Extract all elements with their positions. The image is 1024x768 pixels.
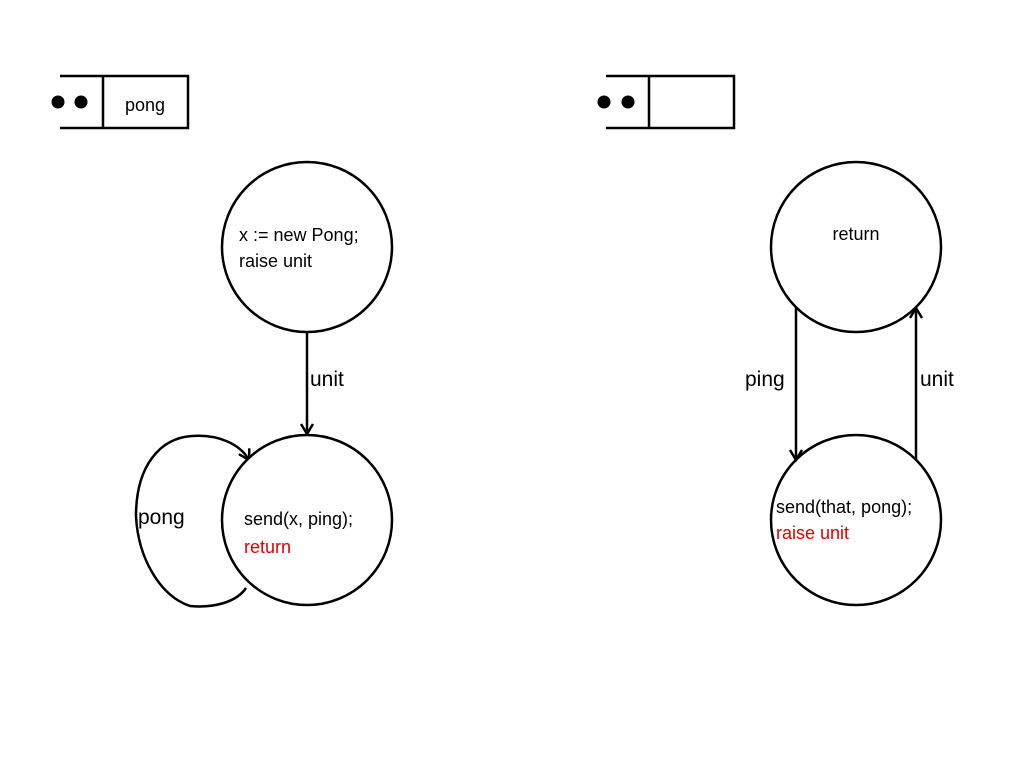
mailbox-right-dot-2 xyxy=(621,95,635,109)
right-state-machine: return send(that, pong); raise unit ping… xyxy=(745,160,954,607)
return-state-line1: return xyxy=(832,224,879,244)
ping-transition-label: ping xyxy=(745,368,785,391)
mailbox-left: pong xyxy=(51,74,190,130)
mailbox-left-dot-1 xyxy=(51,95,65,109)
mailbox-right xyxy=(597,74,736,130)
loop-state xyxy=(220,433,394,607)
mailbox-right-frame xyxy=(606,74,736,130)
mailbox-left-frame xyxy=(60,74,190,130)
self-loop-edge xyxy=(134,434,249,608)
left-state-machine: x := new Pong; raise unit unit send(x, p… xyxy=(134,160,394,608)
send-state xyxy=(769,433,943,607)
loop-state-line2: return xyxy=(244,537,291,557)
initial-state-line1: x := new Pong; xyxy=(239,225,359,245)
mailbox-left-dot-2 xyxy=(74,95,88,109)
self-loop-label: pong xyxy=(138,506,185,529)
send-state-line2: raise unit xyxy=(776,523,849,543)
return-state xyxy=(769,160,943,334)
initial-state-line2: raise unit xyxy=(239,251,312,271)
loop-state-line1: send(x, ping); xyxy=(244,509,353,529)
send-state-line1: send(that, pong); xyxy=(776,497,912,517)
initial-state xyxy=(220,160,394,334)
mailbox-right-dot-1 xyxy=(597,95,611,109)
unit-transition-label: unit xyxy=(310,368,344,391)
unit-return-transition-label: unit xyxy=(920,368,954,391)
mailbox-left-message: pong xyxy=(125,95,165,115)
